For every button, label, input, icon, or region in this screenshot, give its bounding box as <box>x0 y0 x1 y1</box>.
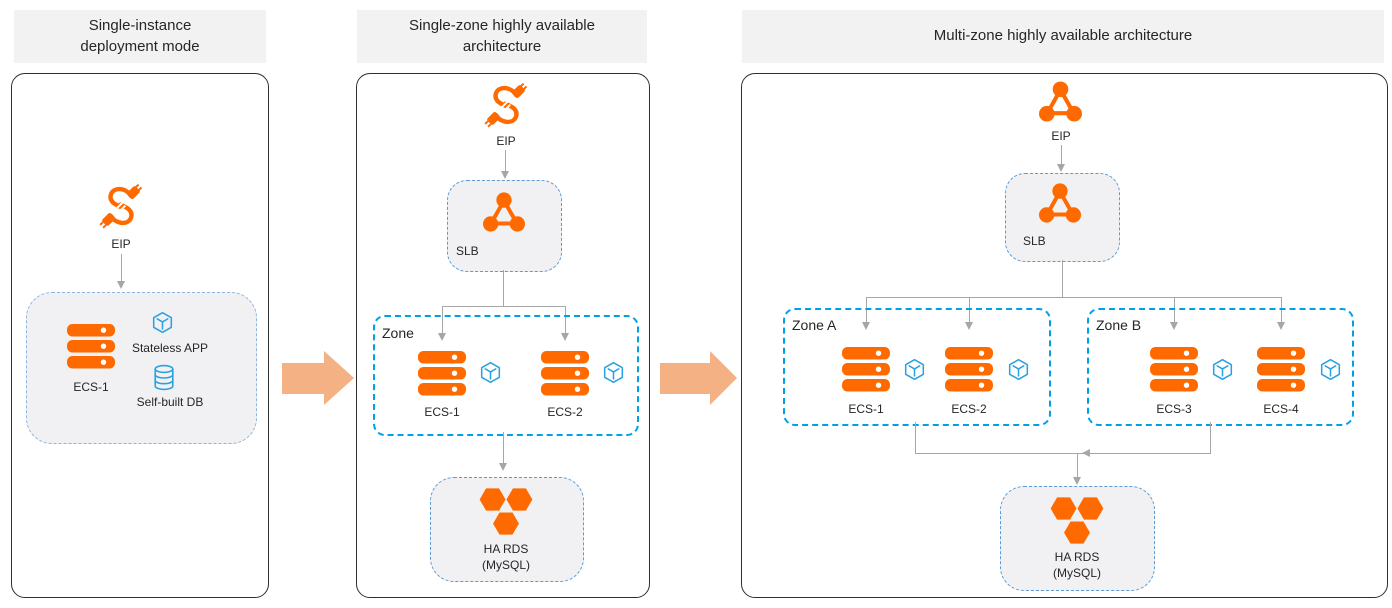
connector-line <box>1174 297 1175 323</box>
connector-line <box>442 306 566 307</box>
connector-line <box>121 254 122 282</box>
ecs-server-icon <box>541 351 589 396</box>
rds-label: HA RDS (MySQL) <box>1053 550 1101 581</box>
cube-icon <box>1319 358 1342 381</box>
eip-label: EIP <box>111 237 131 251</box>
connector-line <box>1062 260 1063 297</box>
slb-node-triangle-icon <box>1038 182 1082 224</box>
connector-line <box>866 297 867 323</box>
arrowhead-down <box>862 322 870 330</box>
ecs-label: ECS-4 <box>1263 402 1299 416</box>
arrowhead-down <box>1170 322 1178 330</box>
arrowhead-down <box>1057 164 1065 172</box>
connector-line <box>915 453 1211 454</box>
zone-label: Zone <box>382 325 414 341</box>
arrowhead-down <box>438 333 446 341</box>
connector-line <box>915 422 916 453</box>
panel-multi-zone-ha <box>741 73 1388 598</box>
right-block-arrow-head <box>710 351 737 405</box>
connector-line <box>442 306 443 334</box>
arrowhead-down <box>501 171 509 179</box>
eip-label: EIP <box>1051 129 1071 143</box>
ecs-label: ECS-3 <box>1156 402 1192 416</box>
cube-icon <box>602 361 625 384</box>
database-cylinder-icon <box>152 364 176 391</box>
cube-icon <box>903 358 926 381</box>
ecs-label: ECS-1 <box>73 380 109 394</box>
right-block-arrow <box>660 363 710 394</box>
slb-label: SLB <box>1023 234 1046 248</box>
stateless-app-label: Stateless APP <box>131 341 209 355</box>
zone-a-label: Zone A <box>792 317 837 333</box>
eip-plug-icon <box>98 183 144 229</box>
panel-1-title: Single-instance deployment mode <box>14 10 266 63</box>
arrowhead-down <box>965 322 973 330</box>
ecs-server-icon <box>418 351 466 396</box>
connector-line <box>565 306 566 334</box>
slb-box <box>447 180 562 272</box>
cube-icon <box>1007 358 1030 381</box>
zone-b-box <box>1087 308 1354 426</box>
eip-node-triangle-icon <box>1038 80 1083 123</box>
rds-hexagon-cluster-icon <box>477 487 535 537</box>
zone-box <box>373 315 639 436</box>
slb-label: SLB <box>456 244 479 258</box>
connector-line <box>1061 145 1062 165</box>
ecs-server-icon <box>1257 347 1305 392</box>
connector-line <box>969 297 970 323</box>
zone-a-box <box>783 308 1051 426</box>
ecs-label: ECS-2 <box>547 405 583 419</box>
connector-line <box>1210 422 1211 453</box>
ecs-server-icon <box>945 347 993 392</box>
self-built-db-label: Self-built DB <box>136 395 204 409</box>
instance-group-box <box>26 292 257 444</box>
arrowhead-down <box>117 281 125 289</box>
ecs-server-icon <box>1150 347 1198 392</box>
panel-3-title: Multi-zone highly available architecture <box>742 10 1384 63</box>
arrowhead-down <box>1073 477 1081 485</box>
ecs-server-icon <box>842 347 890 392</box>
rds-label: HA RDS (MySQL) <box>482 542 530 573</box>
ecs-server-icon <box>67 324 115 369</box>
slb-node-triangle-icon <box>482 191 526 233</box>
cube-icon <box>479 361 502 384</box>
arrowhead-down <box>499 463 507 471</box>
eip-label: EIP <box>496 134 516 148</box>
arrowhead-left <box>1082 449 1090 457</box>
zone-b-label: Zone B <box>1096 317 1142 333</box>
connector-line <box>503 270 504 306</box>
eip-plug-icon <box>483 82 529 128</box>
right-block-arrow-head <box>324 351 354 405</box>
ecs-label: ECS-1 <box>848 402 884 416</box>
connector-line <box>1281 297 1282 323</box>
cube-icon <box>151 311 174 334</box>
cube-icon <box>1211 358 1234 381</box>
arrowhead-down <box>1277 322 1285 330</box>
connector-line <box>505 150 506 172</box>
connector-line <box>503 432 504 464</box>
ecs-label: ECS-2 <box>951 402 987 416</box>
right-block-arrow <box>282 363 324 394</box>
panel-2-title: Single-zone highly available architectur… <box>357 10 647 63</box>
connector-line <box>1077 453 1078 478</box>
ecs-label: ECS-1 <box>424 405 460 419</box>
rds-hexagon-cluster-icon <box>1048 496 1106 546</box>
arrowhead-down <box>561 333 569 341</box>
connector-line <box>866 297 1281 298</box>
